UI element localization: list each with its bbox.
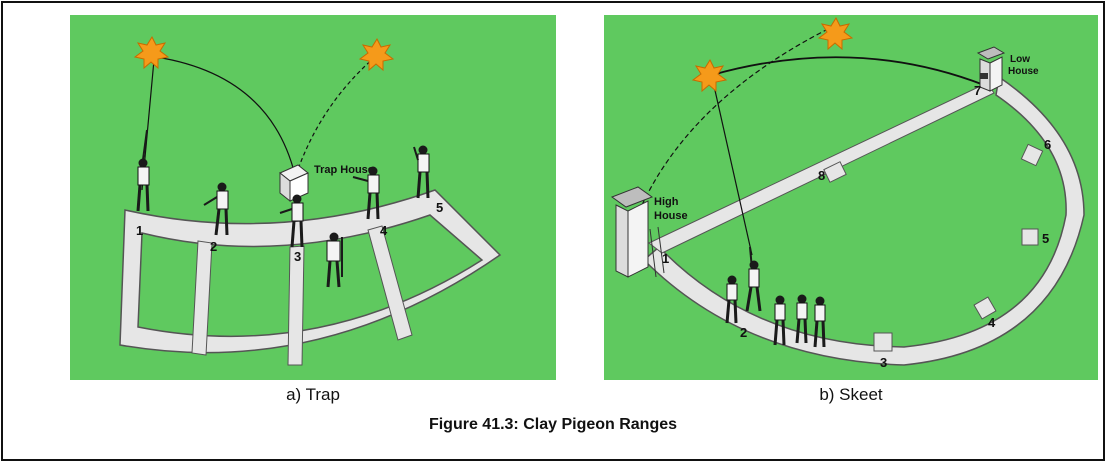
skeet-low-house-label-2: House <box>1008 66 1039 77</box>
skeet-pad-5 <box>1021 228 1039 246</box>
trap-station-1: 1 <box>136 223 143 238</box>
skeet-shooter-4 <box>795 294 808 344</box>
trap-diagram: Trap House 1 2 3 4 5 <box>70 15 556 380</box>
trap-shooter-4 <box>352 166 380 220</box>
skeet-station-2: 2 <box>740 325 747 340</box>
trap-shooter-waiting <box>326 232 343 288</box>
skeet-station-8: 8 <box>818 168 825 183</box>
trap-station-2: 2 <box>210 239 217 254</box>
skeet-target-1-icon <box>691 58 728 93</box>
skeet-low-house <box>976 46 1006 92</box>
skeet-shooter-5 <box>813 296 826 348</box>
skeet-caption: b) Skeet <box>819 385 883 404</box>
trap-station-3: 3 <box>294 249 301 264</box>
trap-lane-3 <box>287 245 305 366</box>
skeet-station-7: 7 <box>974 83 981 98</box>
skeet-shooter-1 <box>725 275 738 324</box>
skeet-flight-path-1 <box>711 56 985 86</box>
figure-title: Figure 41.3: Clay Pigeon Ranges <box>428 416 678 433</box>
skeet-shooter-2 <box>745 246 762 312</box>
trap-flight-path-2 <box>155 56 296 176</box>
trap-flight-path-3 <box>295 56 376 176</box>
skeet-center-path <box>648 82 995 254</box>
skeet-pad-3 <box>873 332 893 352</box>
skeet-station-3: 3 <box>880 355 887 370</box>
trap-lane-2 <box>191 240 213 356</box>
skeet-flight-path-3 <box>711 76 753 256</box>
skeet-pad-6 <box>1020 143 1044 167</box>
skeet-high-house <box>610 186 665 278</box>
skeet-high-house-label-2: House <box>654 210 688 222</box>
trap-target-2-icon <box>358 37 395 72</box>
trap-house <box>279 164 309 203</box>
trap-walkway-inner <box>137 214 484 338</box>
skeet-station-5: 5 <box>1042 231 1049 246</box>
skeet-shooter-3 <box>773 295 786 346</box>
trap-house-label: Trap House <box>314 164 374 176</box>
skeet-station-6: 6 <box>1044 137 1051 152</box>
trap-caption: a) Trap <box>286 385 340 404</box>
trap-shooter-3 <box>279 194 304 248</box>
trap-shooter-5 <box>413 145 430 199</box>
trap-station-4: 4 <box>380 223 388 238</box>
trap-shooter-2 <box>203 182 229 236</box>
trap-target-1-icon <box>133 35 170 70</box>
trap-station-5: 5 <box>436 200 443 215</box>
skeet-illustration: High House Low House 1 2 3 4 5 6 7 8 <box>604 15 1098 380</box>
skeet-station-1: 1 <box>662 251 669 266</box>
skeet-target-2-icon <box>817 16 854 51</box>
skeet-high-house-label-1: High <box>654 196 679 208</box>
skeet-low-house-label-1: Low <box>1010 54 1030 65</box>
skeet-shooters <box>725 246 826 348</box>
skeet-pad-8 <box>823 161 847 183</box>
skeet-station-4: 4 <box>988 315 996 330</box>
trap-shooters <box>136 129 430 288</box>
skeet-pad-4 <box>973 296 997 320</box>
trap-shooter-1 <box>136 129 150 212</box>
skeet-diagram: High House Low House 1 2 3 4 5 6 7 8 <box>604 15 1098 380</box>
trap-illustration: Trap House 1 2 3 4 5 <box>70 15 556 380</box>
trap-lane-4 <box>367 225 413 341</box>
